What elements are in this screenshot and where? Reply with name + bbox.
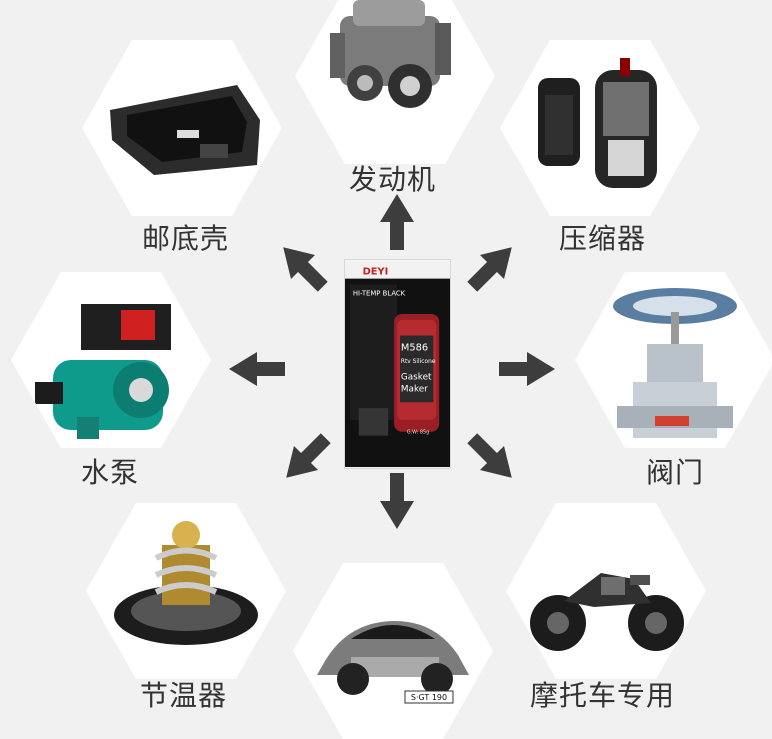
arrow-to-compressor bbox=[457, 232, 526, 301]
car-hex: S·GT 190 bbox=[293, 563, 493, 739]
water-pump-label: 水泵 bbox=[81, 456, 140, 489]
rtv-text: Rtv Silicone bbox=[401, 359, 436, 365]
valve-label: 阀门 bbox=[646, 456, 705, 489]
thermostat-label: 节温器 bbox=[140, 679, 228, 712]
engine-icon bbox=[330, 0, 451, 108]
motorcycle-label: 摩托车专用 bbox=[530, 679, 676, 712]
gasket-maker-package-icon: DEYI HI-TEMP BLACK M586 Rtv Silicone Gas… bbox=[345, 260, 450, 468]
oil-pan-hex bbox=[82, 40, 282, 216]
arrow-to-valve bbox=[499, 348, 555, 390]
compressor-label: 压缩器 bbox=[559, 222, 647, 255]
thermostat-icon bbox=[114, 521, 258, 645]
arrow-to-car bbox=[376, 473, 418, 529]
arrow-to-motorcycle bbox=[457, 423, 526, 492]
motorcycle-hex bbox=[506, 503, 706, 679]
arrow-to-engine bbox=[376, 194, 418, 250]
weight-text: G.W: 85g bbox=[407, 430, 429, 436]
product-line-text: HI-TEMP BLACK bbox=[353, 289, 406, 297]
engine-label: 发动机 bbox=[349, 163, 437, 196]
model-text: M586 bbox=[401, 342, 428, 353]
gasket-text: Gasket bbox=[401, 373, 432, 383]
valve-icon bbox=[613, 288, 737, 438]
compressor-hex bbox=[500, 40, 700, 216]
arrow-to-water-pump bbox=[229, 348, 285, 390]
maker-text: Maker bbox=[401, 384, 428, 394]
compressor-icon bbox=[538, 58, 657, 188]
thermostat-hex bbox=[86, 503, 286, 679]
water-pump-icon bbox=[35, 304, 171, 439]
motorcycle-icon bbox=[530, 573, 684, 651]
arrow-to-thermostat bbox=[271, 423, 340, 492]
water-pump-hex bbox=[11, 272, 211, 448]
center-product-package: DEYI HI-TEMP BLACK M586 Rtv Silicone Gas… bbox=[344, 259, 451, 469]
valve-hex bbox=[575, 272, 772, 448]
car-icon: S·GT 190 bbox=[317, 621, 469, 704]
engine-hex bbox=[295, 0, 495, 164]
arrow-to-oil-pan bbox=[268, 232, 337, 301]
application-diagram: S·GT 190 发动机 邮底壳 压缩器 水泵 阀门 节温器 摩托车专用 bbox=[11, 0, 772, 739]
car-plate-text: S·GT 190 bbox=[411, 693, 447, 702]
oil-pan-label: 邮底壳 bbox=[142, 222, 230, 255]
brand-text: DEYI bbox=[363, 267, 389, 278]
oil-pan-icon bbox=[110, 85, 260, 175]
